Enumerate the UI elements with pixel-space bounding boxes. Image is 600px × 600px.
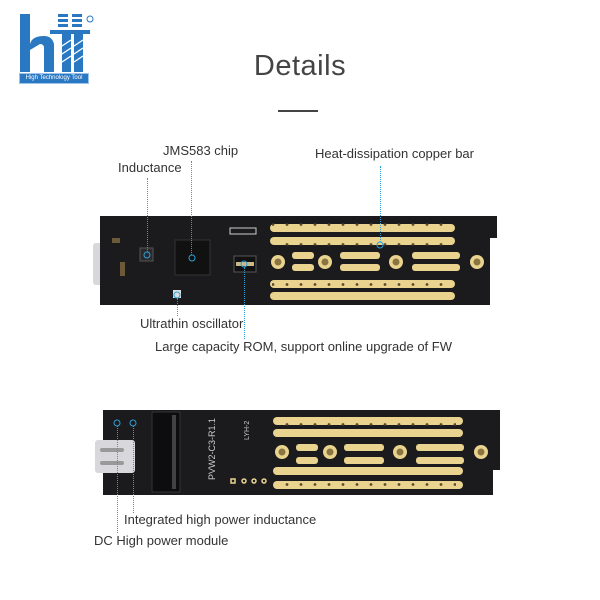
oscillator-leader (177, 298, 178, 316)
callout-rom: Large capacity ROM, support online upgra… (155, 339, 452, 354)
top-pcb-board (93, 216, 497, 305)
callout-copper-bar: Heat-dissipation copper bar (315, 146, 474, 161)
board-code-marking: LYH-2 (244, 421, 251, 440)
title-divider (278, 110, 318, 112)
inductance-part (139, 247, 154, 262)
callout-dc-module: DC High power module (94, 533, 229, 548)
usb-c-port (95, 440, 135, 473)
rom-leader (244, 267, 245, 339)
inductance-leader (147, 178, 148, 252)
power-inductance-leader (133, 426, 134, 513)
callout-inductance: Inductance (118, 160, 182, 175)
copper-bar-leader (380, 166, 381, 242)
bottom-pcb-board: PVW2-C3-R1.1 LYH-2 (95, 410, 500, 495)
dc-module-leader (117, 426, 118, 533)
jms583-leader (191, 161, 192, 255)
jms583-chip (174, 239, 211, 276)
callout-oscillator: Ultrathin oscillator (140, 316, 244, 331)
callout-power-inductance: Integrated high power inductance (124, 512, 317, 527)
logo-tagline: High Technology Tool (19, 73, 89, 84)
board-model-marking: PVW2-C3-R1.1 (207, 418, 217, 480)
page-title: Details (253, 50, 347, 82)
oscillator-part (173, 290, 181, 298)
callout-jms583-chip: JMS583 chip (163, 143, 239, 158)
hii-logo (20, 14, 94, 72)
